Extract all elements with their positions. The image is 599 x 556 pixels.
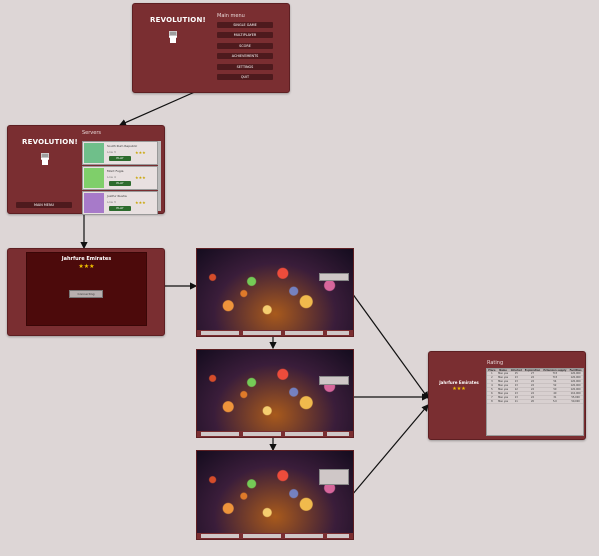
game-screen-2	[196, 349, 354, 438]
col-header: Facilities	[568, 369, 583, 372]
tab-3[interactable]	[285, 331, 323, 335]
city-bokeh-image	[197, 350, 353, 431]
settings-button[interactable]: SETTINGS	[217, 64, 273, 70]
arrow-game1-to-rating	[351, 292, 429, 399]
server-rating-stars: ★★★	[135, 200, 146, 205]
server-rating-stars: ★★★	[135, 150, 146, 155]
connecting-status: Connecting	[69, 290, 103, 298]
server-rating-stars: ★★★	[135, 175, 146, 180]
tab-1[interactable]	[201, 534, 239, 538]
rating-screen: Rating Jahrfure Emirates ★★★ Place Name …	[428, 351, 586, 440]
rating-title: Rating	[487, 360, 504, 366]
play-button[interactable]: PLAY	[109, 181, 131, 186]
server-population: Low 4	[107, 175, 116, 179]
tab-4[interactable]	[327, 432, 349, 436]
server-population: Low 3	[107, 200, 116, 204]
server-item: South Rum Republic Low 3 ★★★ PLAY	[82, 141, 158, 165]
servers-title: Servers	[82, 130, 102, 136]
col-header: Name	[496, 369, 510, 372]
play-button[interactable]: PLAY	[109, 156, 131, 161]
tab-bar	[197, 330, 353, 336]
tab-1[interactable]	[201, 432, 239, 436]
col-header: Extension supply	[541, 369, 569, 372]
loading-screen: Jahrfure Emirates ★★★ Connecting	[7, 248, 165, 336]
server-name: Juxifur Rusha	[107, 194, 127, 198]
tab-2[interactable]	[243, 331, 281, 335]
side-info-box	[319, 376, 349, 385]
tab-bar	[197, 431, 353, 437]
server-item: Juxifur Rusha Low 3 ★★★ PLAY	[82, 191, 158, 215]
side-info-box	[319, 273, 349, 281]
game-screen-1	[196, 248, 354, 337]
tab-bar	[197, 533, 353, 539]
fist-icon	[169, 31, 177, 43]
server-thumbnail	[84, 168, 104, 188]
rating-table: Place Name Infected Exploration Extensio…	[487, 369, 583, 404]
single-game-button[interactable]: SINGLE GAME	[217, 22, 273, 28]
tab-3[interactable]	[285, 432, 323, 436]
rating-header-row: Place Name Infected Exploration Extensio…	[487, 369, 583, 372]
server-thumbnail	[84, 193, 104, 213]
city-bokeh-image	[197, 451, 353, 533]
server-list-scrollbar[interactable]	[158, 141, 161, 211]
city-bokeh-image	[197, 249, 353, 330]
quit-button[interactable]: QUIT	[217, 74, 273, 80]
col-header: Infected	[509, 369, 524, 372]
country-name: Jahrfure Emirates	[61, 256, 112, 262]
logo-text: REVOLUTION!	[22, 138, 78, 146]
achievements-button[interactable]: ACHIEVEMENTS	[217, 53, 273, 59]
side-info-box	[319, 469, 349, 485]
score-button[interactable]: SCORE	[217, 43, 273, 49]
col-header: Exploration	[523, 369, 542, 372]
logo-text: REVOLUTION!	[150, 16, 206, 24]
servers-screen: REVOLUTION! MAIN MENU Servers South Rum …	[7, 125, 165, 215]
col-header: Place	[487, 369, 497, 372]
rating-country-name: Jahrfure Emirates	[439, 380, 479, 385]
main-menu-screen: REVOLUTION! Main menu SINGLE GAME MULTIP…	[132, 3, 290, 93]
fist-icon	[41, 153, 49, 165]
rating-table-container: Place Name Infected Exploration Extensio…	[486, 368, 584, 436]
play-button[interactable]: PLAY	[109, 206, 131, 211]
tab-2[interactable]	[243, 534, 281, 538]
game-screen-3	[196, 450, 354, 540]
server-name: South Rum Republic	[107, 144, 138, 148]
arrow-menu-to-servers	[118, 90, 198, 126]
server-name: Mont Fugia	[107, 169, 124, 173]
arrow-game3-to-rating	[351, 404, 429, 496]
tab-1[interactable]	[201, 331, 239, 335]
multiplayer-button[interactable]: MULTIPLAYER	[217, 32, 273, 38]
server-thumbnail	[84, 143, 104, 163]
tab-4[interactable]	[327, 331, 349, 335]
tab-2[interactable]	[243, 432, 281, 436]
tab-3[interactable]	[285, 534, 323, 538]
server-item: Mont Fugia Low 4 ★★★ PLAY	[82, 166, 158, 190]
rating-country-stars: ★★★	[452, 386, 466, 392]
tab-4[interactable]	[327, 534, 349, 538]
country-card: Jahrfure Emirates ★★★ Connecting	[26, 252, 147, 326]
country-stars: ★★★	[78, 263, 95, 270]
main-menu-button[interactable]: MAIN MENU	[16, 202, 72, 208]
main-menu-title: Main menu	[217, 13, 245, 19]
server-population: Low 3	[107, 150, 116, 154]
